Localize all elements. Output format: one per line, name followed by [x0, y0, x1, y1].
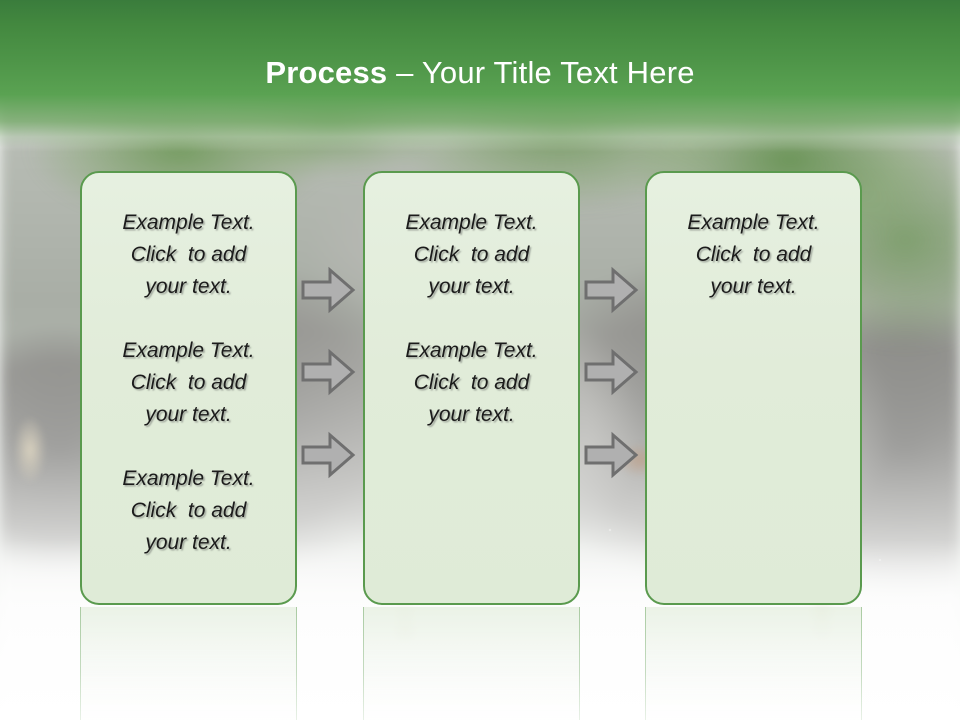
- text-line: Example Text.: [122, 339, 255, 362]
- text-line: Click to add: [695, 243, 812, 266]
- process-box-2-paragraph-2[interactable]: Example Text. Click to add your text.: [365, 335, 578, 431]
- process-box-1-paragraph-2[interactable]: Example Text. Click to add your text.: [82, 335, 295, 431]
- process-box-3-paragraph-1[interactable]: Example Text. Click to add your text.: [647, 207, 860, 303]
- text-line: Example Text.: [122, 211, 255, 234]
- box-reflection-3: [645, 607, 862, 720]
- process-box-3[interactable]: Example Text. Click to add your text.: [645, 171, 862, 605]
- page-title-rest: – Your Title Text Here: [387, 55, 695, 90]
- text-line: your text.: [145, 403, 232, 426]
- text-line: your text.: [145, 275, 232, 298]
- text-line: Example Text.: [687, 211, 820, 234]
- process-box-3-body: Example Text. Click to add your text.: [647, 173, 860, 303]
- right-block-arrow-icon[interactable]: [300, 430, 356, 480]
- text-line: Click to add: [130, 499, 247, 522]
- text-line: Click to add: [130, 243, 247, 266]
- text-line: Example Text.: [122, 467, 255, 490]
- text-line: Click to add: [130, 371, 247, 394]
- right-block-arrow-icon[interactable]: [583, 347, 639, 397]
- page-title: Process – Your Title Text Here: [0, 53, 960, 93]
- process-box-2[interactable]: Example Text. Click to add your text. Ex…: [363, 171, 580, 605]
- text-line: your text.: [710, 275, 797, 298]
- text-line: Example Text.: [405, 211, 538, 234]
- box-reflection-2: [363, 607, 580, 720]
- text-line: Example Text.: [405, 339, 538, 362]
- right-block-arrow-icon[interactable]: [583, 430, 639, 480]
- right-block-arrow-icon[interactable]: [300, 265, 356, 315]
- text-line: your text.: [145, 531, 232, 554]
- process-box-1-body: Example Text. Click to add your text. Ex…: [82, 173, 295, 559]
- process-box-2-body: Example Text. Click to add your text. Ex…: [365, 173, 578, 431]
- text-line: Click to add: [413, 243, 530, 266]
- text-line: your text.: [428, 275, 515, 298]
- box-reflection-1: [80, 607, 297, 720]
- text-line: your text.: [428, 403, 515, 426]
- process-box-2-paragraph-1[interactable]: Example Text. Click to add your text.: [365, 207, 578, 303]
- process-box-1-paragraph-3[interactable]: Example Text. Click to add your text.: [82, 463, 295, 559]
- header-band: [0, 0, 960, 152]
- process-box-1[interactable]: Example Text. Click to add your text. Ex…: [80, 171, 297, 605]
- text-line: Click to add: [413, 371, 530, 394]
- process-box-1-paragraph-1[interactable]: Example Text. Click to add your text.: [82, 207, 295, 303]
- page-title-strong: Process: [265, 55, 388, 90]
- right-block-arrow-icon[interactable]: [583, 265, 639, 315]
- right-block-arrow-icon[interactable]: [300, 347, 356, 397]
